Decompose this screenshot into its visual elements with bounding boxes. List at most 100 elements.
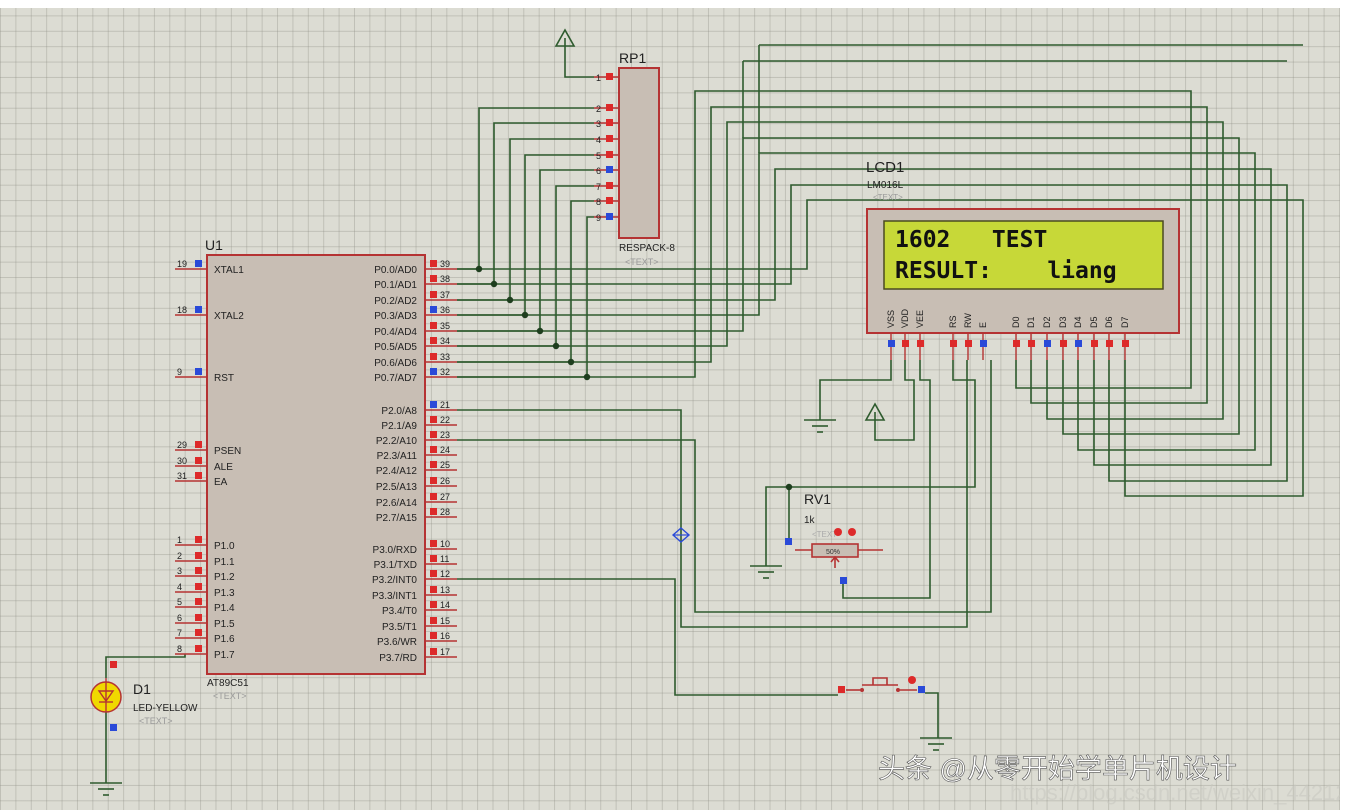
rp1-body[interactable] [618,67,660,239]
watermark-url: https://blog.csdn.net/weixin_44212499 [1010,780,1340,805]
u1-pin-9 [195,368,202,375]
d1-component[interactable]: D1 LED-YELLOW <TEXT> [90,661,198,731]
u1-part: AT89C51 [207,678,249,689]
wire-e [457,360,992,613]
u1-pin-label: P1.2 [214,572,235,583]
wire-button-gnd [925,692,939,738]
u1-pin-label: P2.0/A8 [381,406,417,417]
u1-body[interactable] [206,254,426,675]
u1-pin-label: P2.5/A13 [376,482,418,493]
lcd1-pin-label: RW [963,313,973,328]
u1-pin-label: P2.6/A14 [376,498,418,509]
u1-pin-number: 31 [177,471,187,481]
u1-left-pins: 19XTAL118XTAL29RST29PSEN30ALE31EA1P1.02P… [175,259,244,661]
rp1-pin-number: 8 [596,197,601,207]
power-symbols [90,28,952,796]
rp1-pin-5 [606,151,613,158]
u1-pin-label: P1.4 [214,603,235,614]
power-icon-lcd [864,402,886,421]
rv1-adjust-down-icon[interactable] [834,528,842,536]
pushbutton-component[interactable] [838,676,925,693]
u1-pin-number: 37 [440,290,450,300]
rp1-pin-number: 6 [596,166,601,176]
d1-pin-anode [110,661,117,668]
lcd1-ref: LCD1 [866,159,904,176]
wire-p0-lcd [457,184,1288,482]
u1-pin-number: 32 [440,367,450,377]
lcd1-component[interactable]: 1602 TEST RESULT: liang LCD1 LM016L <TEX… [866,159,1180,360]
u1-pin-12 [430,570,437,577]
rp1-pin-3 [606,119,613,126]
rp1-pin-6 [606,166,613,173]
lcd1-line2: RESULT: liang [895,258,1117,284]
lcd1-line1: 1602 TEST [895,227,1047,253]
u1-component[interactable]: U1 AT89C51 <TEXT> 19XTAL118XTAL29RST29PS… [175,237,457,701]
u1-pin-35 [430,322,437,329]
button-pin-1 [838,686,845,693]
rv1-pin-1 [785,538,792,545]
rp1-pin-number: 9 [596,213,601,223]
lcd1-pin-label: D3 [1058,316,1068,328]
wire-led-anode [105,654,186,678]
rv1-text: <TEXT> [812,530,842,539]
u1-pin-number: 39 [440,259,450,269]
ground-icon-led [90,782,122,796]
u1-pin-16 [430,632,437,639]
u1-pin-29 [195,441,202,448]
u1-pin-number: 8 [177,644,182,654]
u1-pin-label: ALE [214,462,233,473]
u1-pin-8 [195,645,202,652]
lcd1-pin-label: D7 [1120,316,1130,328]
u1-pin-number: 18 [177,305,187,315]
rv1-adjust-up-icon[interactable] [848,528,856,536]
wire-lcd-vss [819,360,892,420]
u1-pin-label: P1.3 [214,588,235,599]
u1-ref: U1 [205,237,223,253]
u1-pin-30 [195,457,202,464]
rv1-component[interactable]: RV1 1k <TEXT> 50% [785,491,883,584]
wire-p0-rp1 [457,154,594,316]
wire-rp1-vcc [564,46,594,78]
lcd1-pin-label: VEE [915,310,925,328]
u1-pin-17 [430,648,437,655]
u1-pin-label: P3.1/TXD [374,560,417,571]
u1-pin-13 [430,586,437,593]
rv1-percent: 50% [826,549,840,556]
lcd1-pin-label: D5 [1089,316,1099,328]
u1-pin-label: P1.7 [214,650,235,661]
lcd1-pin-rs [950,340,957,347]
u1-pin-10 [430,540,437,547]
u1-pin-label: P3.0/RXD [373,545,417,556]
u1-pin-36 [430,306,437,313]
wire-p0-lcd [457,137,1240,435]
u1-pin-32 [430,368,437,375]
u1-pin-number: 15 [440,616,450,626]
lcd1-pin-label: VSS [886,310,896,328]
u1-pin-39 [430,260,437,267]
rp1-pin-number: 2 [596,104,601,114]
u1-pin-number: 33 [440,352,450,362]
u1-pin-label: P1.6 [214,634,235,645]
u1-pin-label: P2.4/A12 [376,466,418,477]
button-press-icon[interactable] [908,676,916,684]
rp1-pin-7 [606,182,613,189]
u1-pin-23 [430,431,437,438]
u1-pin-number: 13 [440,585,450,595]
rp1-pin-number: 1 [596,73,601,83]
lcd1-pin-d2 [1044,340,1051,347]
lcd1-pin-label: VDD [900,308,910,328]
u1-pin-4 [195,583,202,590]
u1-pin-7 [195,629,202,636]
u1-pin-number: 9 [177,367,182,377]
u1-pin-number: 6 [177,613,182,623]
rv1-value: 1k [804,515,816,526]
u1-pin-label: P0.2/AD2 [374,296,417,307]
lcd1-pin-d5 [1091,340,1098,347]
wire-p0-lcd [457,106,1208,404]
probe-marker-icon[interactable] [671,527,691,543]
u1-pin-1 [195,536,202,543]
lcd1-pin-d6 [1106,340,1113,347]
u1-pin-14 [430,601,437,608]
